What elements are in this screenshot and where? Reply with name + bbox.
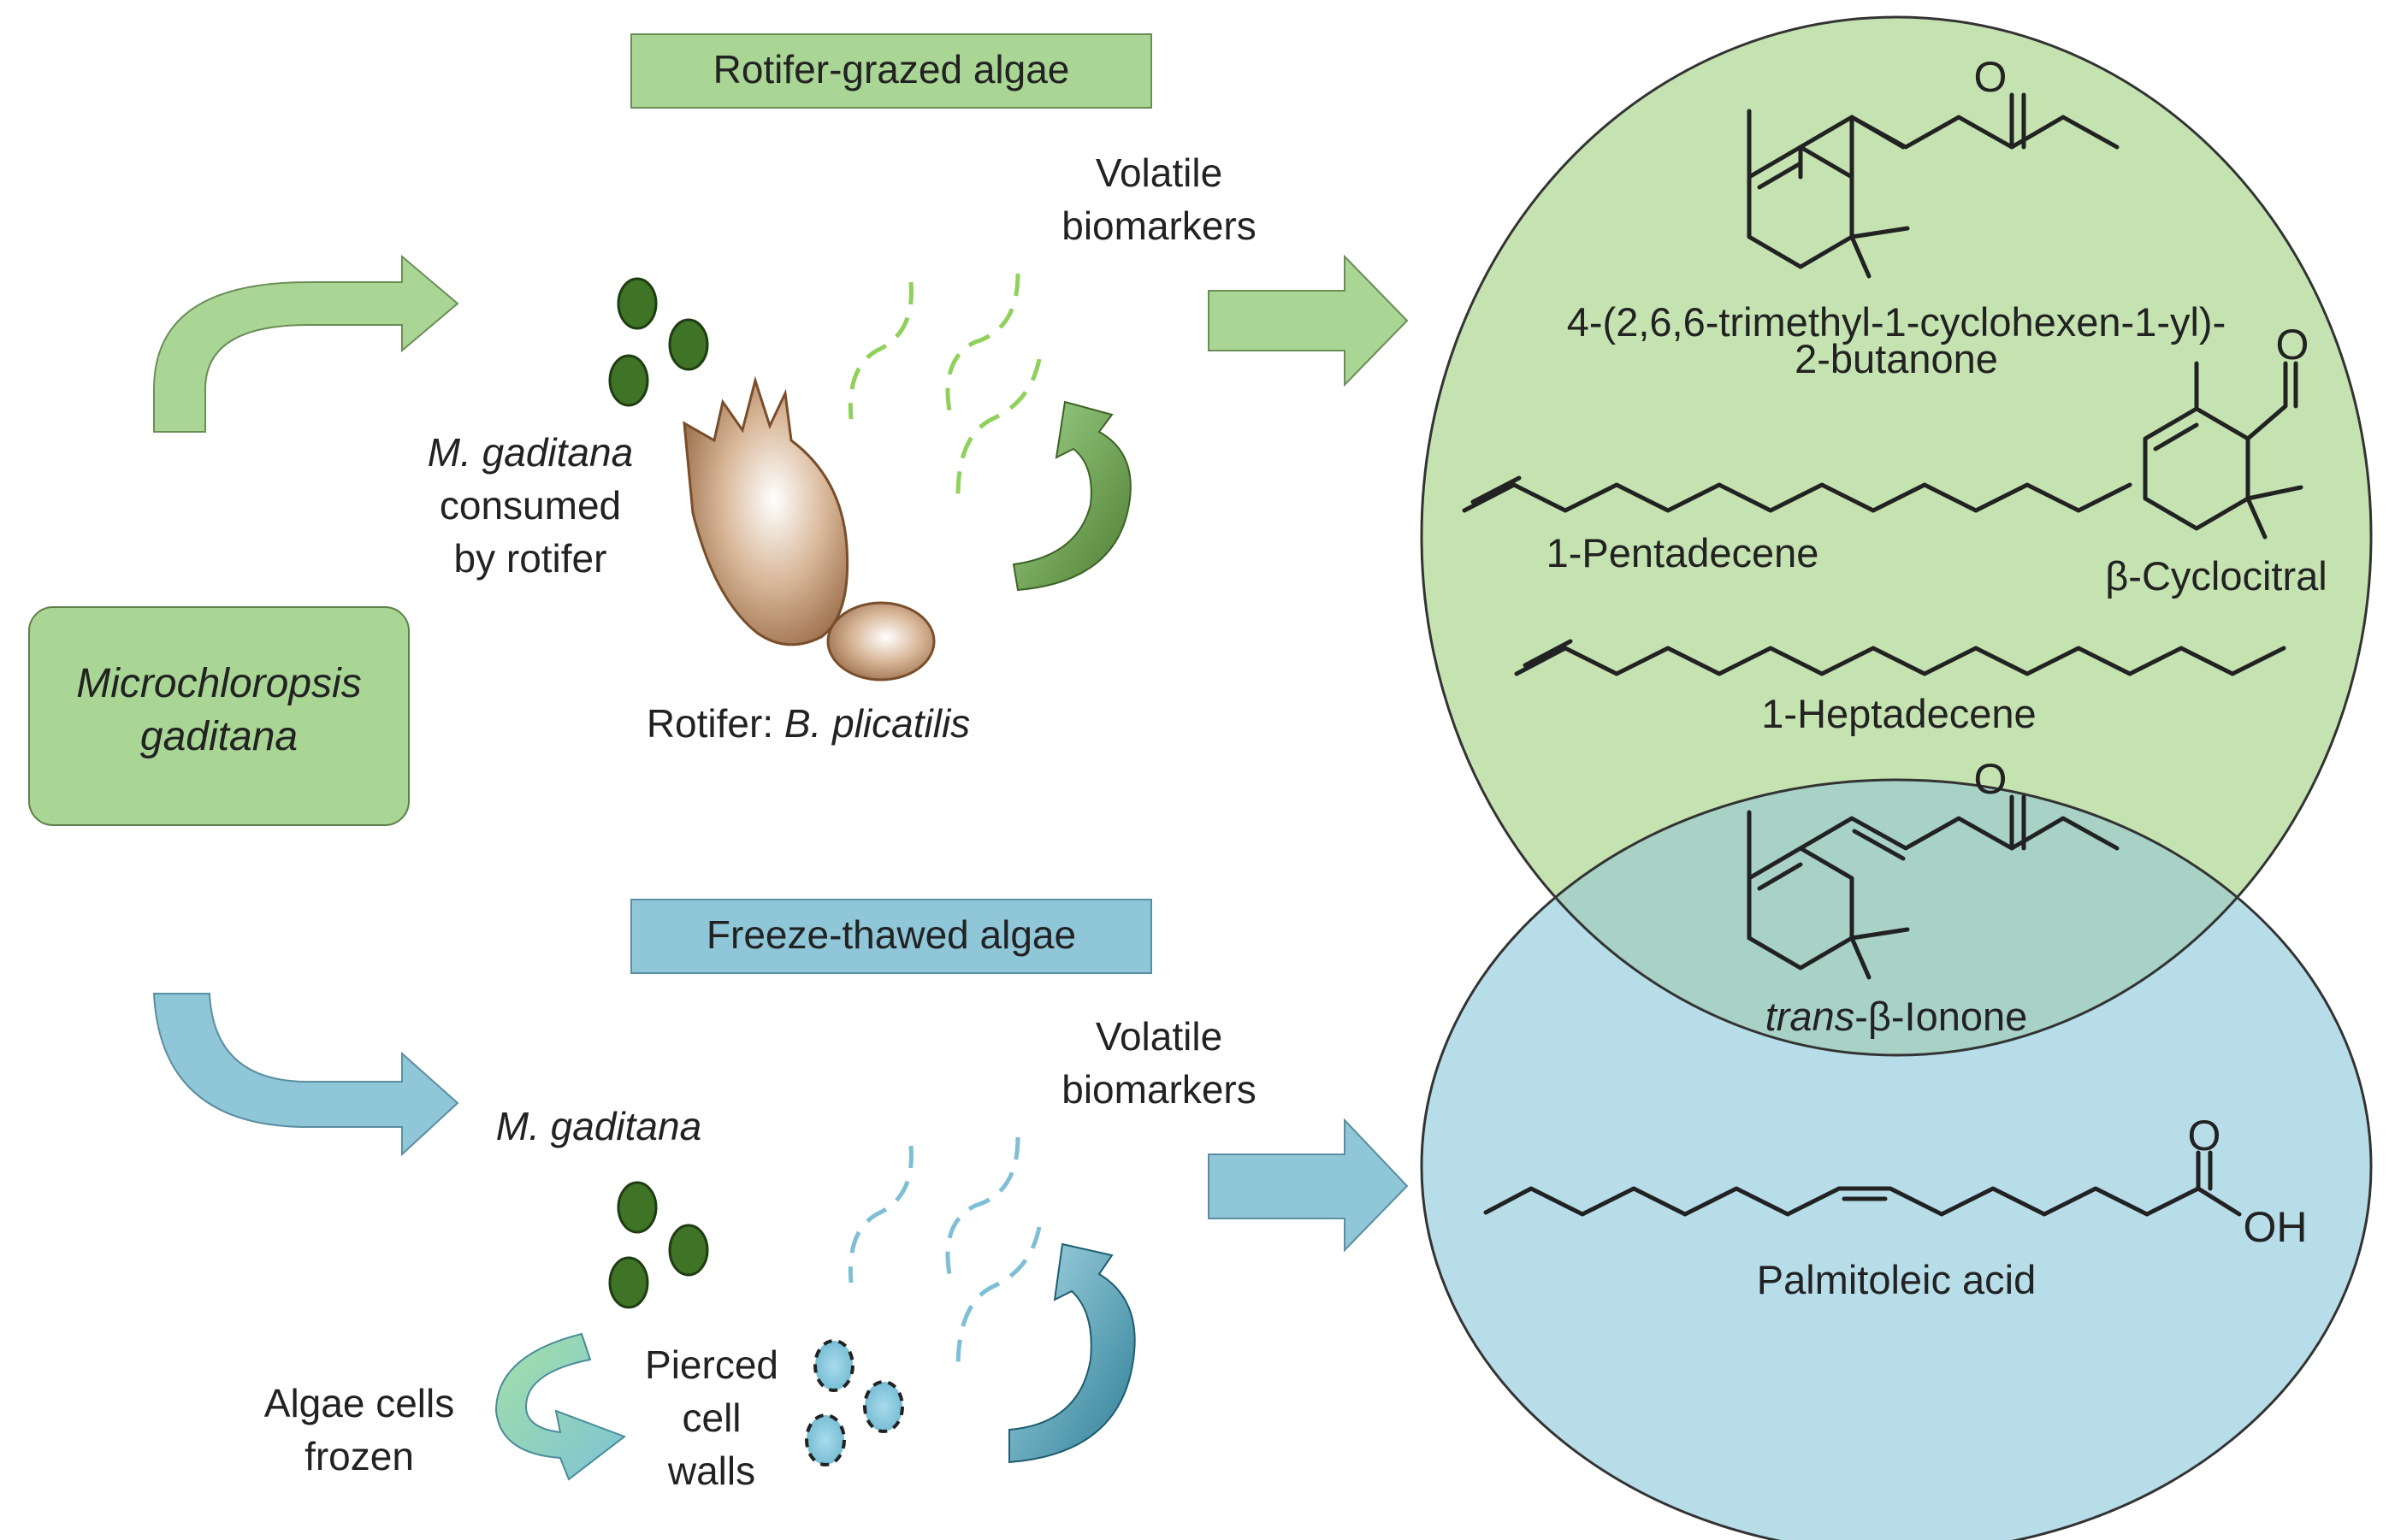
compound-name-butanone-line1: 4-(2,6,6-trimethyl-1-cyclohexen-1-yl)- (1567, 299, 2226, 345)
rotifer-illustration (683, 375, 936, 681)
compound-name-palmitoleic-acid: Palmitoleic acid (1757, 1257, 2037, 1302)
venn-circle-rotifer-grazed (1422, 17, 2371, 1055)
structure-heptadecene (1514, 639, 2286, 676)
curved-arrow-blue (152, 993, 459, 1157)
algae-cell (608, 1256, 649, 1309)
structure-pentadecene (1462, 475, 2132, 513)
source-label-line2: gaditana (140, 714, 298, 759)
volatile-label-bottom-line1: Volatile (1096, 1014, 1222, 1059)
header-rotifer-grazed: Rotifer-grazed algae (630, 33, 1152, 109)
compound-name-butanone-line2: 2-butanone (1795, 336, 1998, 381)
oxygen-atom-cyclocitral: O (2276, 321, 2309, 369)
return-arrow-green (1012, 400, 1132, 592)
volatile-emissions-top (848, 273, 1042, 497)
algae-caption-bottom: M. gaditana (496, 1104, 701, 1148)
oxygen-atom-butanone: O (1974, 53, 2008, 101)
structure-ionone: O (1747, 755, 2120, 980)
frozen-caption-line2: frozen (305, 1434, 414, 1478)
compound-name-ionone: trans-β-Ionone (1765, 994, 2028, 1039)
algae-caption-top-line1: M. gaditana (428, 430, 633, 475)
venn-diagram (1420, 15, 2373, 1540)
pierced-cell (813, 1339, 854, 1392)
algae-caption-top-line2: consumed (440, 483, 621, 528)
structure-butanone: O (1747, 53, 2120, 279)
hydroxyl-group-palmitoleic: OH (2244, 1203, 2308, 1251)
compound-name-heptadecene: 1-Heptadecene (1761, 691, 2036, 736)
algae-cell (617, 1181, 658, 1234)
pierced-caption-line1: Pierced (645, 1342, 778, 1387)
frozen-caption-line1: Algae cells (264, 1381, 454, 1425)
volatile-emissions-bottom (848, 1136, 1042, 1369)
oxygen-atom-palmitoleic: O (2188, 1112, 2221, 1159)
frozen-curved-arrow (494, 1332, 627, 1481)
volatile-label-bottom-line2: biomarkers (1061, 1067, 1257, 1112)
oxygen-atom-ionone: O (1974, 755, 2008, 803)
svg-text:Freeze-thawed algae: Freeze-thawed algae (707, 912, 1076, 957)
pierced-cell (805, 1413, 846, 1466)
algae-cells-bottom (608, 1181, 709, 1309)
svg-text:Rotifer-grazed algae: Rotifer-grazed algae (713, 47, 1070, 91)
source-box: Microchloropsis gaditana (28, 606, 410, 826)
arrow-to-venn-bottom (1208, 1118, 1409, 1253)
compound-name-pentadecene: 1-Pentadecene (1546, 530, 1819, 575)
arrow-to-venn-top (1208, 254, 1409, 387)
curved-arrow-green (153, 254, 459, 433)
algae-cell (668, 1224, 709, 1277)
pierced-cell (863, 1380, 904, 1433)
volatile-label-top-line2: biomarkers (1061, 204, 1257, 248)
algae-cell (608, 354, 649, 407)
venn-overlap-region (1422, 780, 2371, 1055)
pierced-caption-line2: cell (682, 1395, 741, 1440)
algae-cell (617, 277, 658, 330)
algae-cells-top (608, 277, 709, 407)
rotifer-caption: Rotifer: B. plicatilis (647, 701, 970, 746)
structure-palmitoleic-acid: O OH (1483, 1112, 2308, 1251)
return-arrow-blue (1008, 1242, 1136, 1464)
structure-cyclocitral: O (2143, 321, 2309, 540)
header-freeze-thawed: Freeze-thawed algae (630, 899, 1152, 974)
volatile-label-top-line1: Volatile (1096, 150, 1222, 195)
source-label-line1: Microchloropsis (76, 661, 361, 706)
compound-name-cyclocitral: β-Cyclocitral (2105, 553, 2327, 599)
pierced-caption-line3: walls (667, 1449, 755, 1493)
pierced-cells (805, 1339, 904, 1466)
algae-caption-top-line3: by rotifer (454, 536, 607, 581)
algae-cell (668, 318, 709, 371)
